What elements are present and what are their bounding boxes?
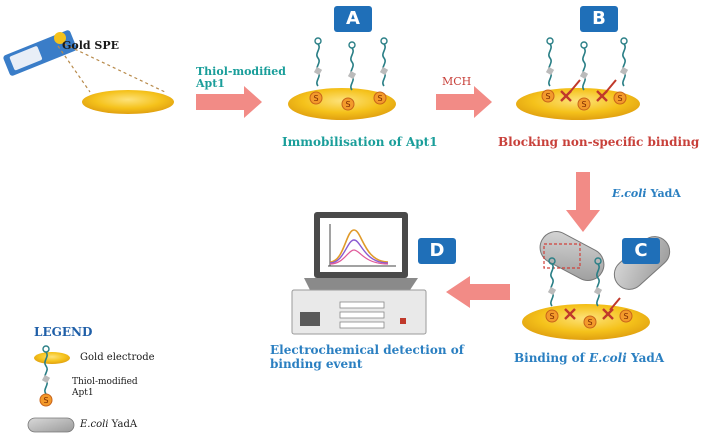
detection-label-line1: Electrochemical detection of	[270, 343, 464, 357]
legend-ecoli-label: E.coli YadA	[80, 419, 137, 430]
step-c-badge: C	[622, 238, 660, 264]
arrow-ecoli-step	[566, 172, 600, 232]
legend-ecoli-icon	[27, 417, 75, 433]
legend-thiol-label-line1: Thiol-modified	[72, 377, 138, 387]
binding-label-species: E.coli	[589, 351, 627, 365]
thiol-apt1-label-line1: Thiol-modified	[196, 65, 286, 78]
gold-spe-label: Gold SPE	[62, 39, 120, 52]
legend-gold-electrode-icon	[34, 352, 70, 364]
legend-ecoli-protein: YadA	[108, 419, 138, 430]
legend-gold-electrode-label: Gold electrode	[80, 352, 155, 363]
step-b-badge: B	[580, 6, 618, 32]
ecoli-yada-protein: YadA	[646, 187, 681, 200]
binding-label-prefix: Binding of	[514, 351, 590, 365]
binding-label: Binding of E.coli YadA	[514, 351, 665, 365]
arrow-thiol-step	[196, 86, 262, 118]
bare-gold-electrode	[82, 90, 174, 114]
immobilisation-label: Immobilisation of Apt1	[282, 135, 438, 149]
legend-thiol-label-line2: Apt1	[72, 388, 94, 398]
legend-ecoli-species: E.coli	[80, 419, 109, 430]
electrode-b-icon	[516, 37, 640, 120]
blocking-label: Blocking non-specific binding	[498, 135, 700, 149]
arrow-detection-step	[446, 276, 510, 308]
step-d-badge: D	[418, 238, 456, 264]
gold-spe-electrode-icon	[3, 30, 166, 93]
binding-label-suffix: YadA	[626, 351, 665, 365]
mch-label: MCH	[442, 75, 472, 88]
ecoli-yada-label: E.coli YadA	[612, 187, 681, 200]
electrode-a-icon	[288, 37, 396, 120]
potentiostat-laptop-icon	[291, 212, 427, 335]
detection-label-line2: binding event	[270, 357, 363, 371]
arrow-mch-step	[436, 86, 492, 118]
legend-title: LEGEND	[34, 325, 93, 339]
step-a-badge: A	[334, 6, 372, 32]
thiol-apt1-label-line2: Apt1	[196, 77, 225, 90]
ecoli-yada-species: E.coli	[612, 187, 647, 200]
